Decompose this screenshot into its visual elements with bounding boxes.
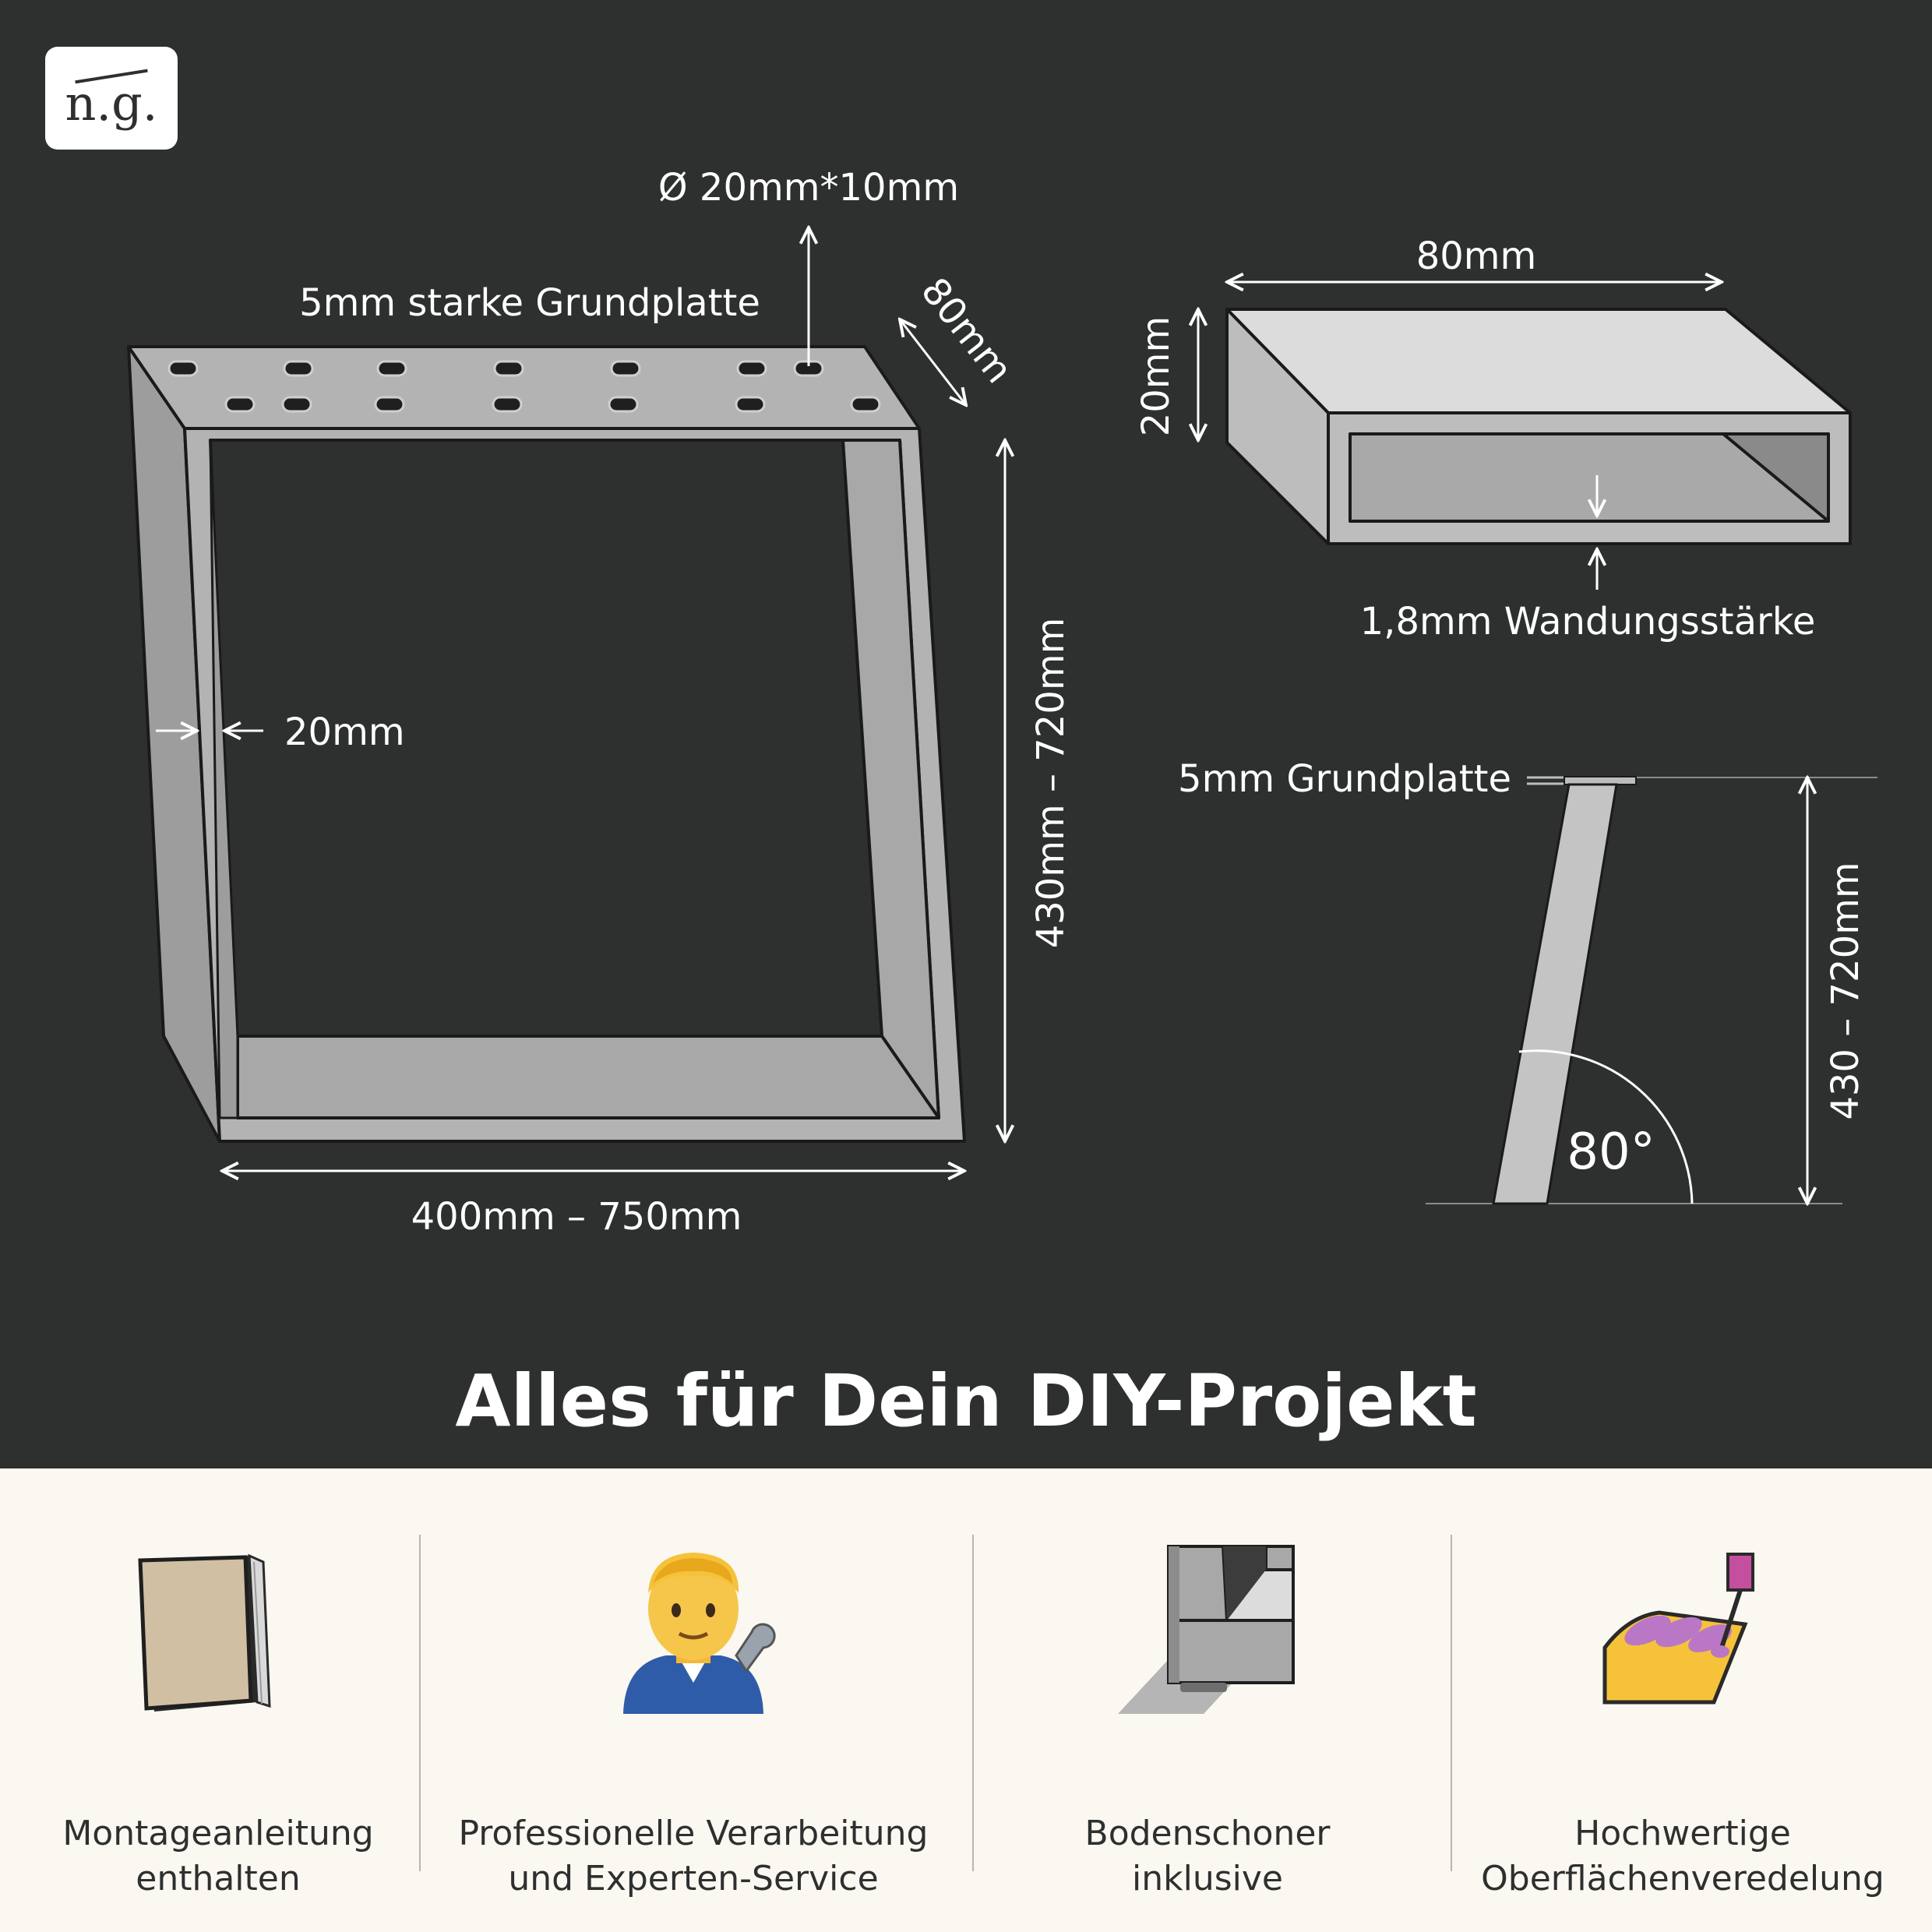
plate-hole (167, 360, 199, 377)
frame-width-label: 400mm – 750mm (411, 1195, 742, 1239)
profile-height-label: 20mm (1134, 316, 1178, 437)
feature-divider (972, 1535, 974, 1871)
plate-hole (610, 360, 641, 377)
hole-size-label: Ø 20mm*10mm (658, 166, 959, 210)
feature-caption: Montageanleitung enthalten (31, 1811, 405, 1902)
plate-hole (376, 360, 407, 377)
frame-inner-bottom-rail (236, 1035, 940, 1119)
feature-divider (419, 1535, 421, 1871)
plate-hole (735, 396, 766, 413)
nail-polish-icon (1602, 1553, 1754, 1705)
wall-thickness-label: 1,8mm Wandungsstärke (1360, 600, 1816, 643)
profile-inner-wall (1722, 432, 1830, 523)
feature-caption-line: Bodenschoner (1084, 1814, 1331, 1853)
feature-floor-protector: Bodenschoner inklusive (989, 1531, 1426, 1905)
plate-hole (283, 360, 314, 377)
feature-caption-line: und Experten-Service (508, 1859, 879, 1899)
plate-hole (608, 396, 639, 413)
plate-hole (224, 396, 256, 413)
feature-instructions: Montageanleitung enthalten (31, 1531, 405, 1905)
feature-finishing: Hochwertige Oberflächenveredelung (1465, 1531, 1901, 1905)
feature-caption-line: inklusive (1132, 1859, 1283, 1899)
angle-label: 80° (1567, 1123, 1655, 1181)
profile-drawing (1225, 308, 1852, 545)
frame-dimensions (156, 227, 1005, 1171)
headline: Alles für Dein DIY-Projekt (455, 1359, 1477, 1443)
plate-thickness-label: 5mm starke Grundplatte (299, 281, 760, 325)
tube-width-label: 20mm (284, 710, 405, 754)
side-leg (1492, 783, 1618, 1205)
logo-text: n.g. (65, 75, 158, 132)
plate-hole (736, 360, 767, 377)
frame-top-plate (127, 345, 921, 430)
profile-dimensions (1198, 282, 1722, 590)
frame-height-label: 430mm – 720mm (1029, 618, 1073, 949)
feature-service: Professionelle Verarbeitung und Experten… (436, 1531, 950, 1905)
brand-logo: n.g. (45, 47, 178, 150)
plate-hole (374, 396, 405, 413)
book-icon (138, 1553, 271, 1712)
feature-caption: Bodenschoner inklusive (989, 1811, 1426, 1902)
feature-caption-line: Hochwertige (1574, 1814, 1791, 1853)
feature-caption: Professionelle Verarbeitung und Experten… (436, 1811, 950, 1902)
depth-label: 80mm (912, 270, 1021, 391)
plate-hole (850, 396, 881, 413)
side-plate-label: 5mm Grundplatte (1178, 757, 1511, 801)
feature-caption-line: enthalten (136, 1859, 301, 1899)
feature-caption: Hochwertige Oberflächenveredelung (1465, 1811, 1901, 1902)
plate-hole (281, 396, 312, 413)
depth-dimension-line (900, 319, 966, 405)
mechanic-icon (623, 1553, 776, 1714)
plate-hole (492, 396, 523, 413)
feature-caption-line: Oberflächenveredelung (1481, 1859, 1884, 1899)
profile-top-face (1225, 308, 1852, 414)
feature-caption-line: Professionelle Verarbeitung (458, 1814, 929, 1853)
frame-inner-left-face (209, 439, 239, 1119)
technical-drawing: Ø 20mm*10mm 5mm starke Grundplatte 80mm … (127, 166, 1877, 1239)
angle-arc (1518, 1049, 1694, 1204)
side-height-label: 430 – 720mm (1824, 862, 1867, 1119)
frame-drawing (127, 345, 966, 1143)
floor-protector-icon (1118, 1545, 1295, 1714)
plate-holes (167, 360, 881, 413)
frame-opening (209, 439, 940, 1119)
profile-width-label: 80mm (1416, 234, 1537, 278)
feature-divider (1451, 1535, 1452, 1871)
side-view-drawing (1426, 777, 1877, 1204)
plate-hole (493, 360, 524, 377)
feature-caption-line: Montageanleitung (62, 1814, 374, 1853)
